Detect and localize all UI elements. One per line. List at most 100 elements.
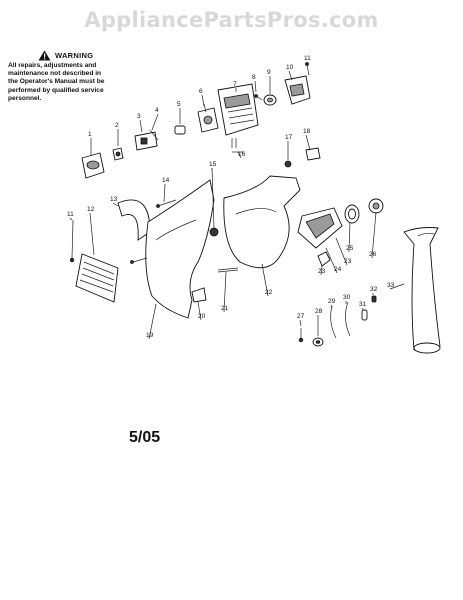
callout-leader-line bbox=[299, 319, 302, 327]
part-21-drawing bbox=[217, 267, 239, 273]
part-25-drawing bbox=[344, 204, 360, 224]
callout-number-20: 20 bbox=[198, 313, 206, 320]
callout-number-4: 4 bbox=[155, 107, 159, 114]
part-11-left-drawing bbox=[69, 219, 75, 263]
callout-leader-line bbox=[148, 303, 157, 340]
callout-number-24: 24 bbox=[334, 266, 342, 273]
callout-number-31: 31 bbox=[359, 301, 367, 308]
part-10-drawing bbox=[284, 75, 311, 105]
callout-leader-line bbox=[69, 217, 73, 221]
part-3-4-drawing bbox=[134, 129, 159, 151]
part-31-drawing bbox=[361, 309, 368, 321]
callout-number-16: 16 bbox=[238, 151, 246, 158]
callout-leader-line bbox=[261, 263, 269, 297]
warning-line: performed by qualified service bbox=[8, 86, 104, 94]
part-11-top-drawing bbox=[305, 62, 310, 76]
part-1-drawing bbox=[81, 152, 105, 179]
callout-number-12: 12 bbox=[87, 206, 95, 213]
part-18-drawing bbox=[305, 147, 321, 161]
callout-number-33: 33 bbox=[387, 282, 395, 289]
part-17-drawing bbox=[284, 160, 292, 168]
callout-leader-line bbox=[361, 307, 364, 311]
callout-leader-line bbox=[325, 247, 338, 274]
callout-number-7: 7 bbox=[233, 81, 237, 88]
callout-number-19: 19 bbox=[146, 332, 154, 339]
part-9-drawing bbox=[263, 94, 277, 106]
part-14-drawing bbox=[156, 199, 177, 208]
part-28-drawing bbox=[312, 337, 324, 347]
callout-number-29: 29 bbox=[328, 298, 336, 305]
callout-number-23: 23 bbox=[344, 258, 352, 265]
callout-leader-line bbox=[254, 80, 257, 93]
site-watermark-title: AppliancePartsPros.com bbox=[84, 8, 379, 32]
callout-number-9: 9 bbox=[267, 69, 271, 76]
callout-number-30: 30 bbox=[343, 294, 351, 301]
part-32-drawing bbox=[371, 295, 377, 303]
callout-number-15: 15 bbox=[209, 161, 217, 168]
callout-leader-line bbox=[305, 134, 311, 151]
part-23-24-drawing bbox=[297, 207, 343, 267]
callout-leader-line bbox=[288, 70, 293, 81]
callout-leader-line bbox=[237, 151, 242, 159]
callout-leader-line bbox=[389, 283, 405, 290]
callout-leader-line bbox=[112, 202, 119, 207]
part-26-drawing bbox=[368, 198, 384, 214]
callout-leader-line bbox=[348, 221, 351, 253]
warning-header: WARNING bbox=[38, 50, 128, 61]
callout-leader-line bbox=[201, 94, 205, 107]
callout-number-8: 8 bbox=[252, 74, 256, 81]
part-19-drawing bbox=[130, 179, 215, 319]
part-15-drawing bbox=[209, 167, 219, 237]
callout-number-2: 2 bbox=[115, 122, 119, 129]
callout-number-11: 11 bbox=[304, 55, 311, 62]
warning-line: the Operator's Manual must be bbox=[8, 78, 105, 86]
callout-number-17: 17 bbox=[285, 134, 293, 141]
callout-number-28: 28 bbox=[315, 308, 323, 315]
callout-number-13: 13 bbox=[110, 196, 118, 203]
part-12-drawing bbox=[75, 253, 119, 303]
warning-text: All repairs, adjustments and maintenance… bbox=[8, 62, 128, 103]
callout-number-14: 14 bbox=[162, 177, 170, 184]
part-5-drawing bbox=[174, 125, 186, 135]
callout-number-18: 18 bbox=[303, 128, 311, 135]
part-20-drawing bbox=[191, 287, 207, 303]
callout-number-23: 23 bbox=[318, 268, 326, 275]
callout-number-11: 11 bbox=[67, 211, 74, 218]
part-29-30-drawing bbox=[330, 301, 351, 339]
warning-triangle-icon bbox=[38, 50, 51, 61]
callout-number-22: 22 bbox=[265, 289, 273, 296]
callout-leader-line bbox=[163, 183, 166, 203]
warning-line: maintenance not described in bbox=[8, 70, 102, 78]
callout-leader-line bbox=[335, 237, 348, 266]
callout-number-25: 25 bbox=[346, 245, 354, 252]
warning-title: WARNING bbox=[55, 51, 94, 60]
callout-leader-line bbox=[330, 304, 333, 309]
callout-leader-line bbox=[89, 212, 95, 256]
callout-number-6: 6 bbox=[199, 88, 203, 95]
part-33-drawing bbox=[403, 227, 441, 354]
callout-leader-line bbox=[320, 265, 323, 276]
callout-number-32: 32 bbox=[370, 286, 378, 293]
part-7-drawing bbox=[217, 83, 259, 148]
callout-number-10: 10 bbox=[286, 64, 294, 71]
callout-number-5: 5 bbox=[177, 101, 181, 108]
callout-number-26: 26 bbox=[369, 251, 377, 258]
part-8-drawing bbox=[254, 94, 263, 101]
warning-line: personnel. bbox=[8, 94, 42, 102]
callout-leader-line bbox=[223, 271, 227, 313]
part-22-drawing bbox=[223, 175, 301, 269]
callout-number-21: 21 bbox=[221, 305, 229, 312]
callout-leader-line bbox=[139, 119, 143, 133]
callout-leader-line bbox=[151, 113, 159, 131]
part-6-drawing bbox=[197, 103, 219, 133]
part-27-drawing bbox=[298, 328, 304, 343]
callout-leader-line bbox=[197, 301, 202, 321]
warning-line: All repairs, adjustments and bbox=[8, 62, 97, 69]
date-code: 5/05 bbox=[129, 429, 161, 446]
callout-number-3: 3 bbox=[137, 113, 141, 120]
callout-leader-line bbox=[371, 211, 377, 259]
callout-number-1: 1 bbox=[88, 131, 92, 138]
part-13-drawing bbox=[117, 199, 151, 241]
